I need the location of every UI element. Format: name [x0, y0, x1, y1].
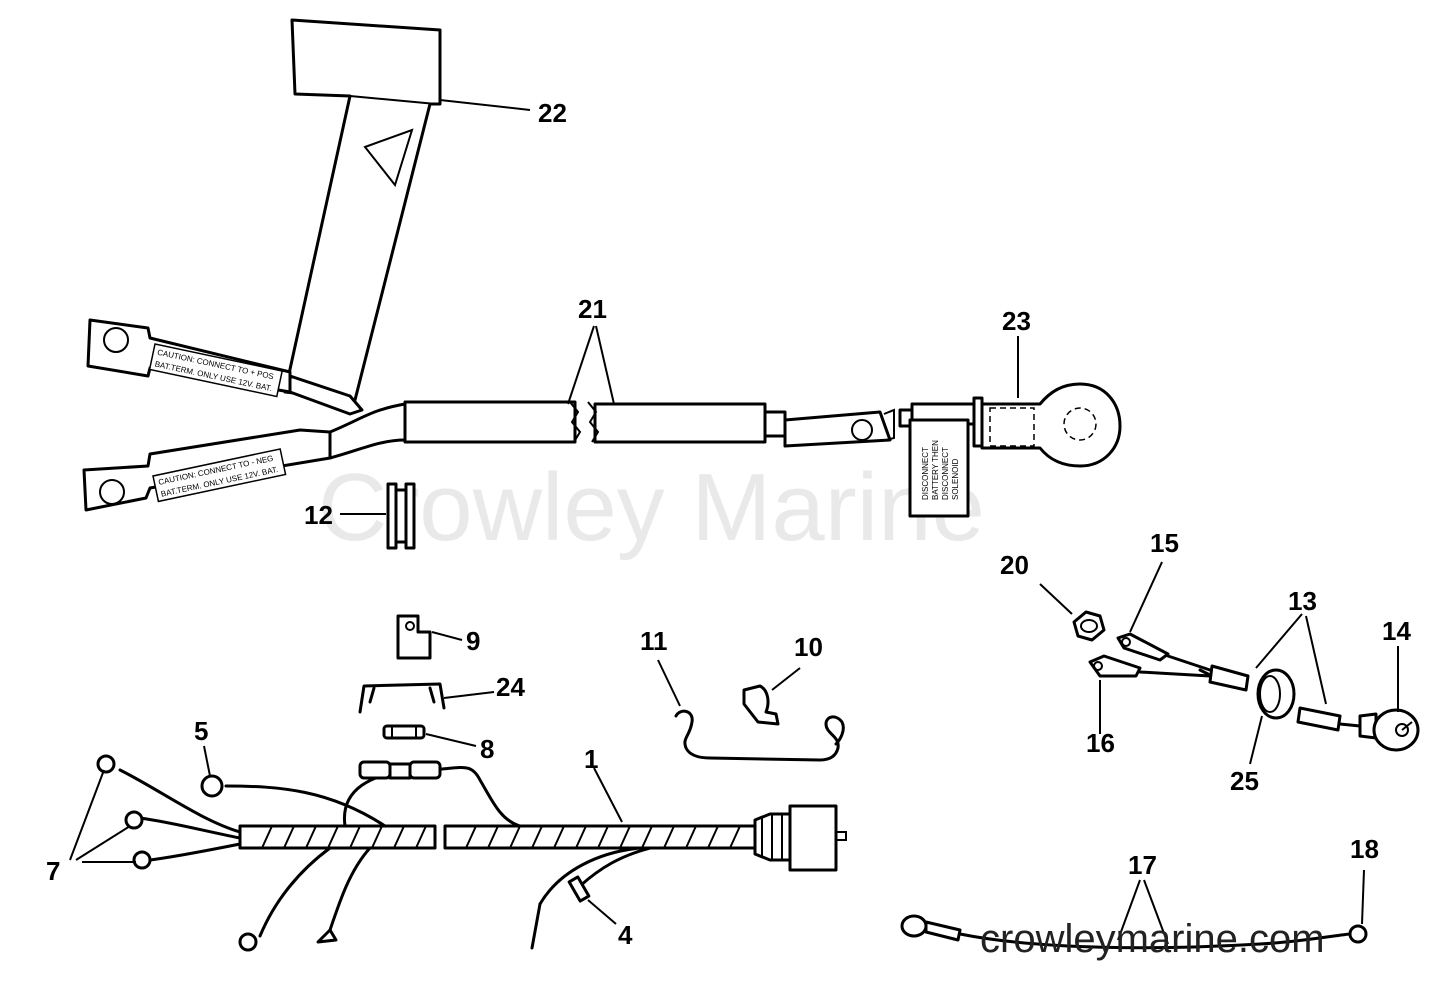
callout-4: 4: [618, 920, 633, 950]
callout-10: 10: [794, 632, 823, 662]
callout-17: 17: [1128, 850, 1157, 880]
grommet-12[interactable]: [386, 482, 416, 550]
svg-text:DISCONNECT: DISCONNECT: [921, 447, 930, 500]
callout-24: 24: [496, 672, 525, 702]
leader-5: [203, 745, 211, 777]
fuse-8[interactable]: [382, 724, 426, 740]
leader-7: [69, 769, 136, 863]
callout-1: 1: [584, 744, 598, 774]
leader-9: [431, 631, 463, 641]
positive-caution-label: CAUTION: CONNECT TO + POS BAT.TERM. ONLY…: [148, 343, 284, 398]
leader-22: [439, 99, 531, 111]
callout-11: 11: [640, 626, 668, 656]
leader-18: [1361, 869, 1365, 925]
svg-text:SOLENOID: SOLENOID: [951, 458, 960, 500]
leader-10: [771, 667, 801, 691]
solenoid-caution-tag: DISCONNECT BATTERY THEN DISCONNECT SOLEN…: [921, 440, 960, 500]
leader-21: [567, 325, 615, 405]
callout-16: 16: [1086, 728, 1115, 758]
terminal-18[interactable]: [1348, 924, 1368, 944]
terminal-lead-15[interactable]: [1116, 632, 1212, 672]
terminal-lead-16[interactable]: [1088, 654, 1212, 678]
leader-13: [1255, 613, 1327, 705]
solenoid-terminal-23[interactable]: [898, 382, 1122, 518]
wiring-harness-1[interactable]: [96, 754, 847, 952]
clamp-10[interactable]: [742, 684, 780, 726]
leader-8: [425, 733, 477, 747]
leader-25: [1249, 715, 1263, 765]
callout-18: 18: [1350, 834, 1379, 864]
callout-15: 15: [1150, 528, 1179, 558]
key-switch-14[interactable]: [1338, 708, 1420, 752]
callout-7: 7: [46, 856, 60, 886]
retaining-ring-25[interactable]: [1256, 668, 1296, 720]
leader-24: [443, 691, 495, 699]
svg-text:BATTERY THEN: BATTERY THEN: [931, 440, 940, 500]
leader-11: [657, 659, 681, 707]
callout-5: 5: [194, 716, 208, 746]
leader-20: [1039, 583, 1073, 615]
callout-21: 21: [578, 294, 607, 324]
ground-cable-17[interactable]: [900, 914, 1352, 950]
terminal-cover-22[interactable]: [283, 18, 442, 402]
watermark: Crowley Marine: [318, 454, 985, 561]
callout-8: 8: [480, 734, 494, 764]
wire-retainer-11[interactable]: [674, 709, 845, 762]
clip-9[interactable]: [396, 614, 432, 660]
callout-22: 22: [538, 98, 567, 128]
footer-url: crowleymarine.com: [980, 917, 1325, 961]
leader-4: [587, 899, 617, 925]
callout-9: 9: [466, 626, 480, 656]
callout-23: 23: [1002, 306, 1031, 336]
callout-25: 25: [1230, 766, 1259, 796]
svg-text:DISCONNECT: DISCONNECT: [941, 447, 950, 500]
callout-14: 14: [1382, 616, 1411, 646]
callout-12: 12: [304, 500, 333, 530]
callout-20: 20: [1000, 550, 1029, 580]
callout-13: 13: [1288, 586, 1317, 616]
nut-20[interactable]: [1072, 610, 1106, 642]
leader-15: [1129, 561, 1163, 633]
leader-1: [593, 767, 623, 823]
retainer-24[interactable]: [358, 682, 446, 714]
leader-17: [1117, 879, 1169, 945]
connector-sleeve-13[interactable]: [1198, 664, 1342, 732]
